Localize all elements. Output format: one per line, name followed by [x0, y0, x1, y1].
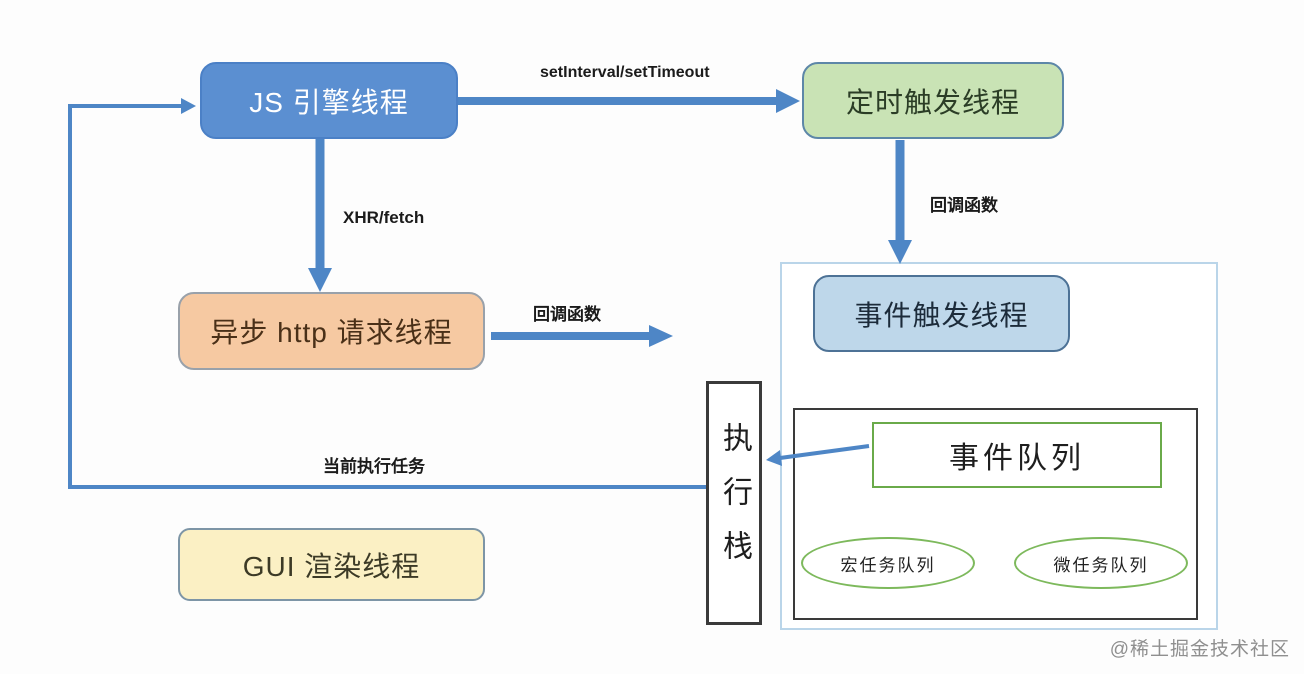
node-gui-render-thread-label: GUI 渲染线程: [242, 550, 421, 582]
edge-http-callback-arrowhead: [649, 325, 673, 347]
node-macro-task-queue: 宏任务队列: [801, 537, 975, 589]
node-timer-trigger-thread: 定时触发线程: [802, 62, 1064, 139]
edge-label-xhr-fetch: XHR/fetch: [343, 208, 425, 227]
node-event-queue: 事件队列: [872, 422, 1162, 488]
node-micro-task-queue: 微任务队列: [1014, 537, 1188, 589]
node-js-engine-thread: JS 引擎线程: [200, 62, 458, 139]
watermark-juejin-community: @稀土掘金技术社区: [1109, 639, 1290, 660]
node-macro-task-queue-label: 宏任务队列: [840, 555, 936, 576]
edge-label-setinterval-settimeout: setInterval/setTimeout: [540, 64, 710, 81]
node-async-http-thread: 异步 http 请求线程: [178, 292, 485, 370]
edge-label-current-task: 当前执行任务: [323, 457, 425, 476]
node-event-trigger-thread-label: 事件触发线程: [854, 299, 1029, 331]
node-timer-trigger-thread-label: 定时触发线程: [845, 86, 1020, 118]
node-event-trigger-thread: 事件触发线程: [813, 275, 1070, 352]
node-micro-task-queue-label: 微任务队列: [1053, 555, 1149, 576]
edge-label-timer-callback: 回调函数: [930, 196, 998, 215]
edge-js-to-http-arrowhead: [308, 268, 332, 292]
node-js-engine-thread-label: JS 引擎线程: [249, 86, 409, 118]
node-async-http-thread-label: 异步 http 请求线程: [210, 317, 453, 348]
edge-js-to-timer-arrowhead: [776, 89, 800, 113]
edge-timer-to-container-arrowhead: [888, 240, 912, 264]
node-gui-render-thread: GUI 渲染线程: [178, 528, 485, 601]
edge-current-task-arrowhead: [181, 98, 196, 114]
edge-label-http-callback: 回调函数: [533, 305, 601, 324]
node-execution-stack: 执行栈: [706, 381, 762, 625]
node-event-queue-label: 事件队列: [949, 441, 1085, 476]
